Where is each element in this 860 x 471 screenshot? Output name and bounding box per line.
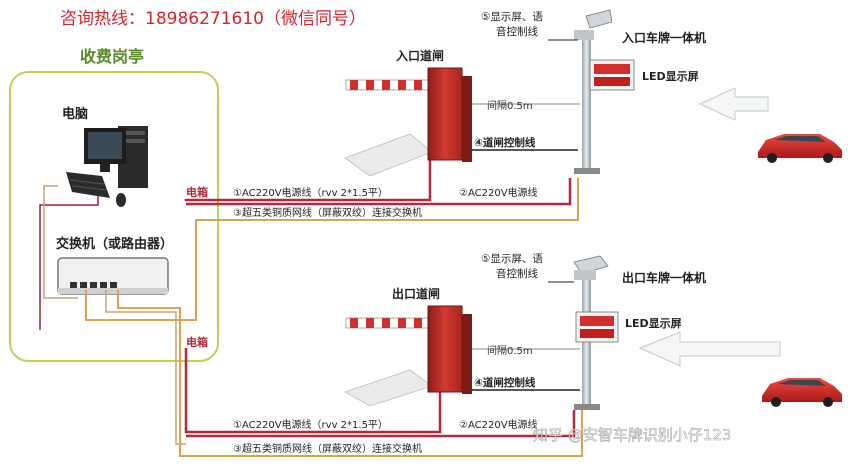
exit-main-power-wire-2 [186, 410, 576, 438]
entrance-display-label: LED显示屏 [642, 70, 699, 83]
exit-display-label: LED显示屏 [625, 317, 682, 330]
computer-to-switch-wire [43, 185, 78, 299]
exit-spacing-label: 间隔0.5m [487, 344, 533, 357]
exit-main-power-wire [184, 348, 442, 434]
entrance-main-power-wire [184, 160, 432, 202]
entrance-lpr-camera [574, 9, 635, 174]
entrance-gate-barrier [344, 67, 472, 177]
contact-hotline: 咨询热线：18986271610（微信同号） [60, 9, 366, 29]
entrance-gate-control-label: ④道闸控制线 [474, 136, 536, 149]
entrance-direction-arrow [698, 87, 769, 121]
exit-gate-barrier [344, 305, 472, 407]
exit-lpr-label: 出口车牌一体机 [622, 270, 706, 285]
entrance-network-wire [85, 178, 579, 321]
entrance-car-icon [758, 134, 842, 163]
entrance-power-gate-label: ②AC220V电源线 [459, 186, 538, 199]
entrance-box-label: 电箱 [186, 185, 208, 199]
switch-label: 交换机（或路由器） [56, 236, 173, 252]
entrance-spacing-label: 间隔0.5m [487, 99, 533, 112]
entrance-power-main-label: ①AC220V电源线（rvv 2*1.5平） [233, 186, 388, 199]
entrance-gate-label: 入口道闸 [396, 48, 444, 63]
watermark: 知乎 @安智车牌识别小仔123 [533, 426, 731, 444]
entrance-lpr-label: 入口车牌一体机 [622, 30, 706, 45]
exit-car-icon [762, 378, 842, 407]
exit-lpr-camera [573, 255, 619, 410]
exit-power-main-label: ①AC220V电源线（rvv 2*1.5平） [233, 418, 388, 431]
toll-booth-frame [9, 71, 219, 362]
exit-callout: ⑤显示屏、语 音控制线 [481, 253, 546, 280]
exit-power-gate-label: ②AC220V电源线 [459, 418, 538, 431]
computer-power-wire [39, 196, 99, 330]
entrance-main-power-wire-2 [186, 178, 572, 206]
toll-booth-title: 收费岗亭 [80, 47, 144, 66]
aux-tan-wire [105, 290, 186, 445]
exit-network-wire [117, 290, 583, 457]
entrance-callout: ⑤显示屏、语 音控制线 [481, 11, 546, 38]
entrance-network-label: ③超五类铜质网线（屏蔽双绞）连接交换机 [233, 206, 422, 219]
exit-box-label: 电箱 [186, 335, 208, 349]
exit-gate-control-label: ④道闸控制线 [474, 376, 536, 389]
computer-icon [66, 126, 148, 207]
exit-direction-arrow [638, 331, 781, 367]
exit-gate-label: 出口道闸 [392, 286, 440, 301]
computer-label: 电脑 [62, 106, 88, 122]
exit-network-label: ③超五类铜质网线（屏蔽双绞）连接交换机 [233, 442, 422, 455]
network-switch-icon [57, 257, 169, 295]
